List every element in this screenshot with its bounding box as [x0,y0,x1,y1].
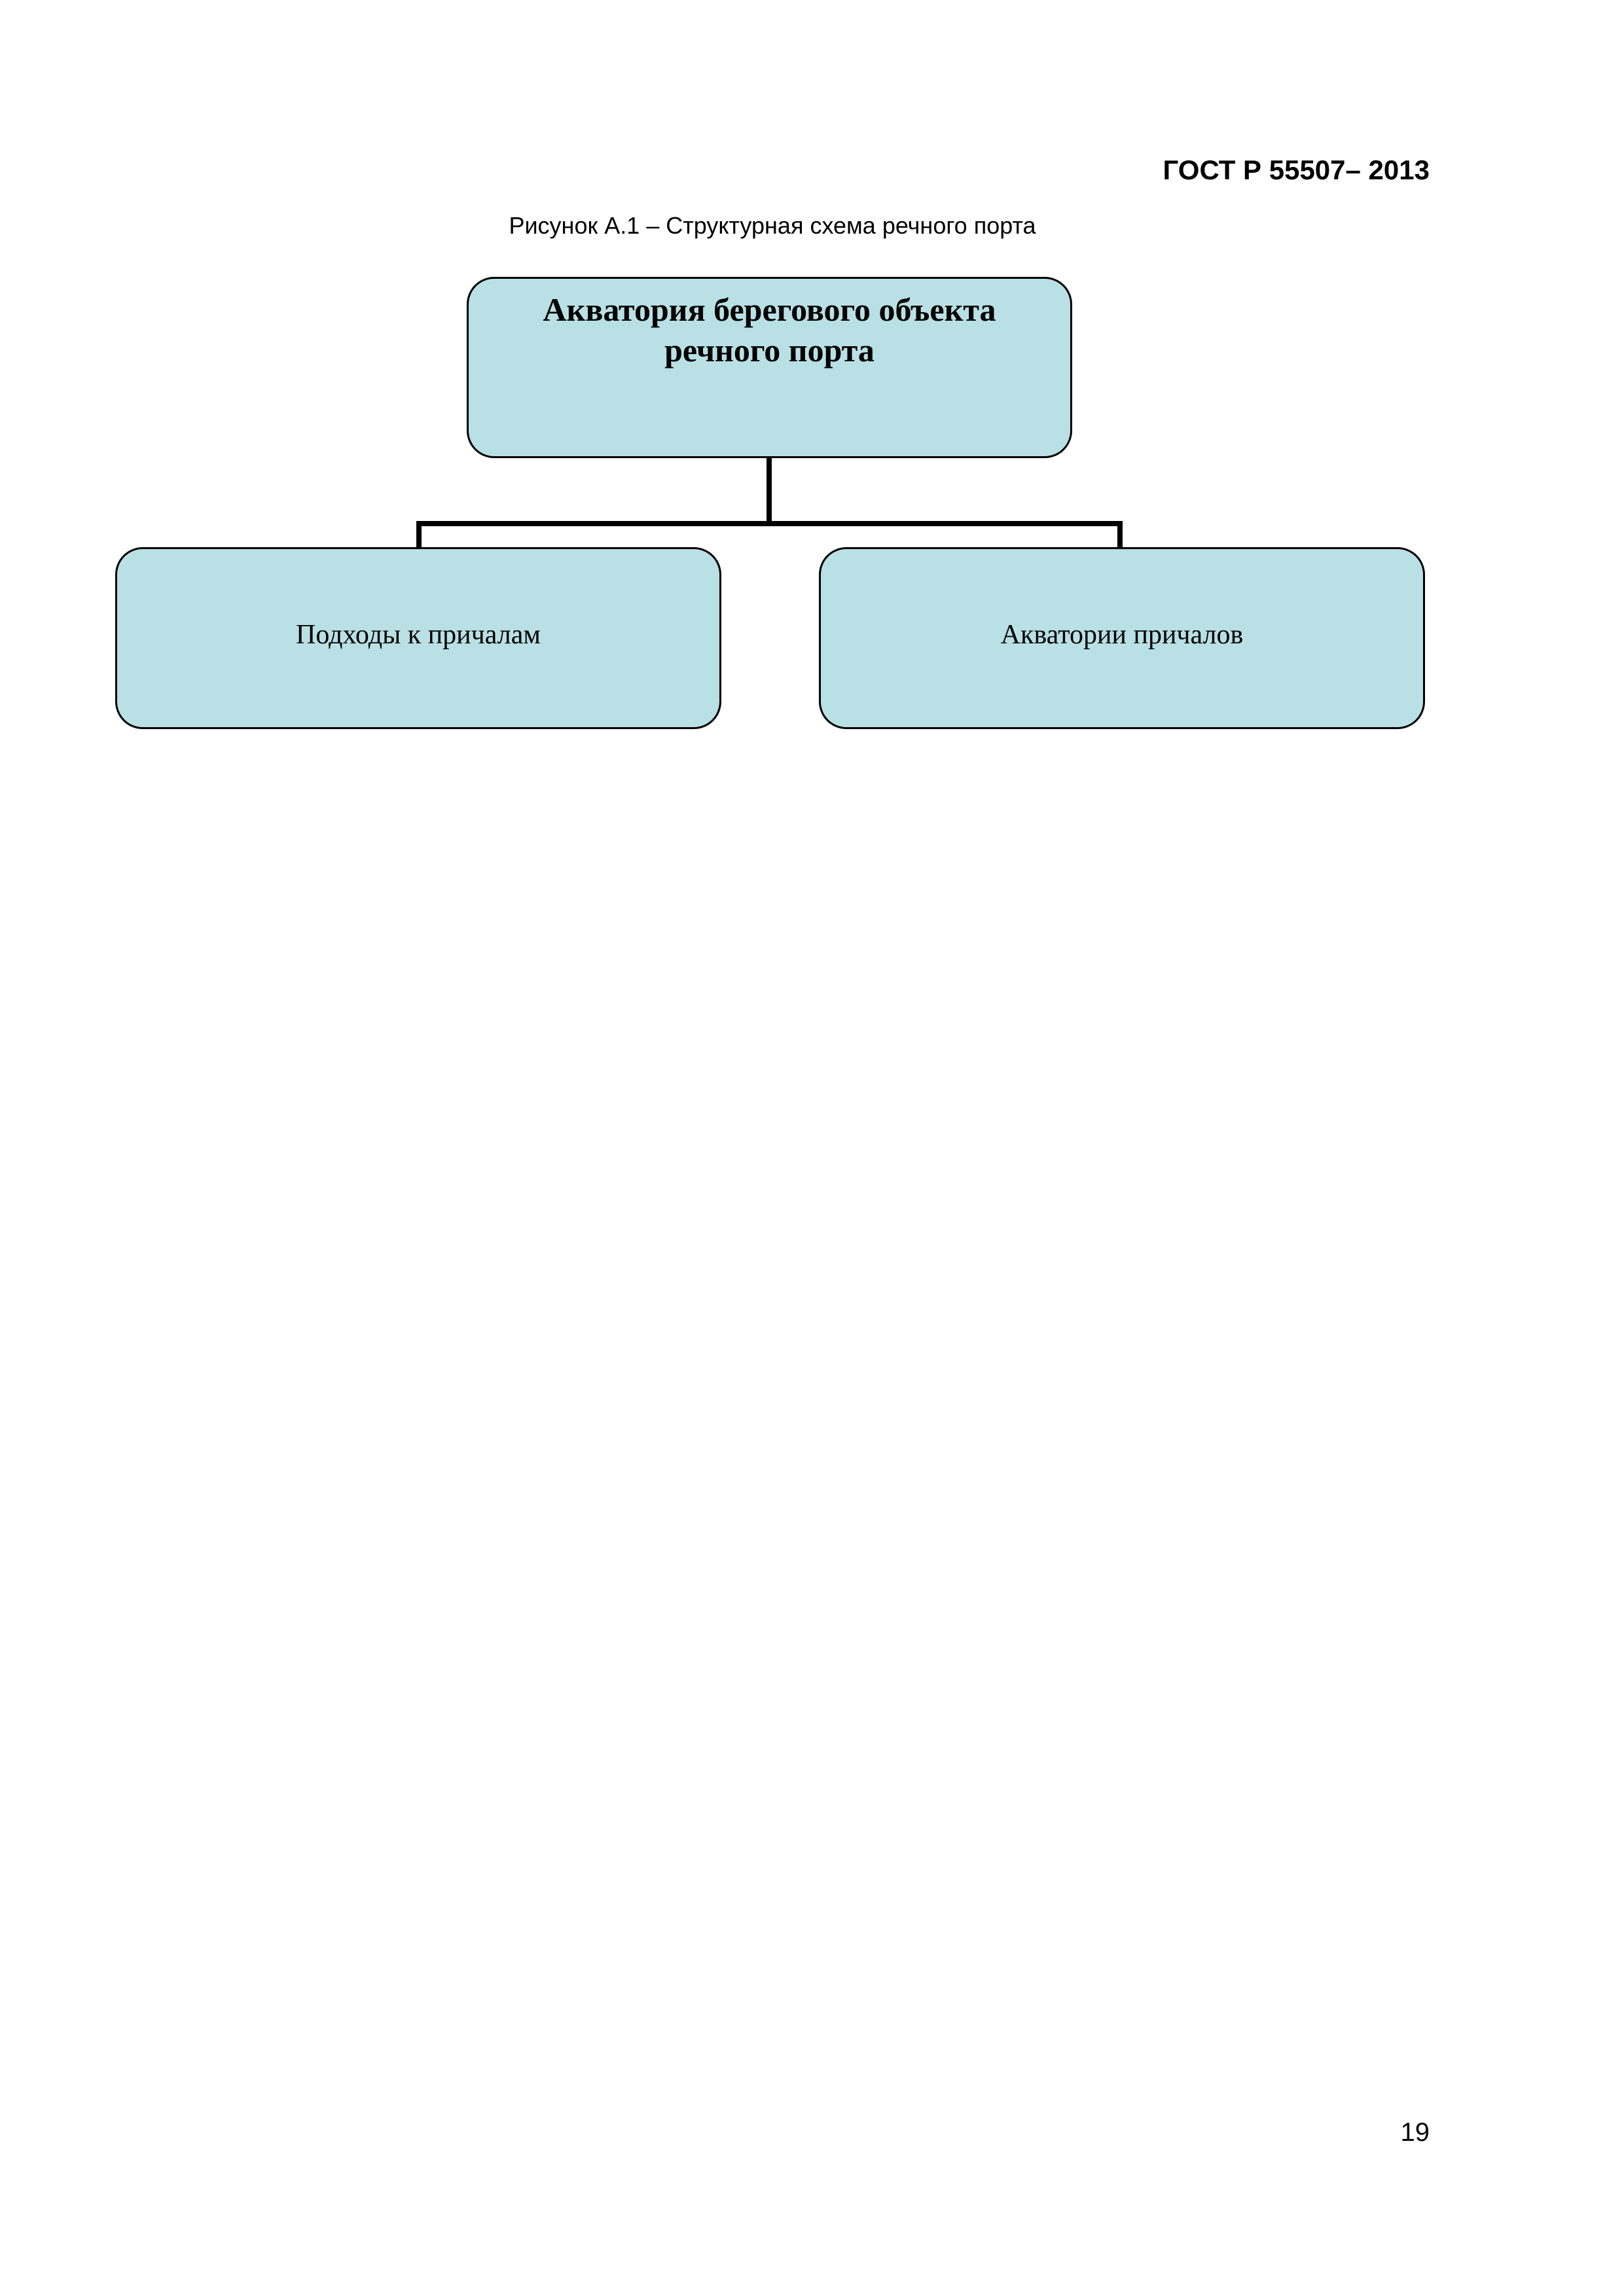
root-node: Акватория берегового объекта речного пор… [467,277,1072,458]
root-node-label-line2: речного порта [664,332,875,368]
child-node-label: Подходы к причалам [296,620,541,650]
root-node-label-line1: Акватория берегового объекта [543,291,996,328]
child-node-berth-waters: Акватории причалов [819,547,1425,729]
document-code: ГОСТ Р 55507– 2013 [1163,154,1430,185]
child-node-label: Акватории причалов [1000,620,1244,650]
page-number: 19 [1400,2118,1430,2147]
figure-caption: Рисунок А.1 – Структурная схема речного … [509,212,1036,239]
child-node-approaches: Подходы к причалам [115,547,721,729]
